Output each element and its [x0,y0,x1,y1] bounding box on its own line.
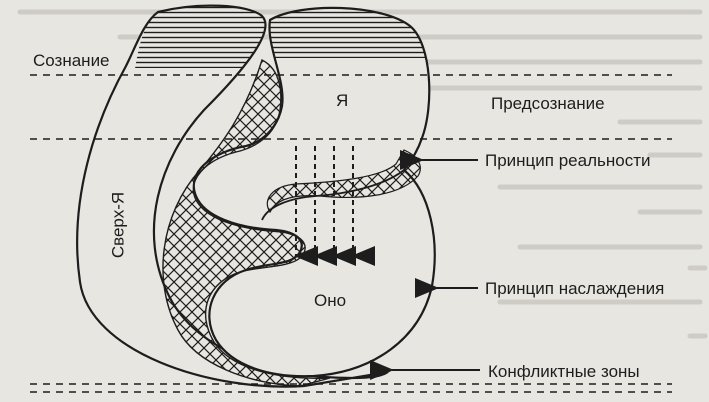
reality-crosshatch [266,149,421,214]
conflict-zone-band [162,59,331,387]
pleasure-principle-label: Принцип наслаждения [485,279,665,298]
superego-conscious-hatch [135,5,266,68]
id-label: Оно [314,291,347,310]
reality-principle-label: Принцип реальности [485,151,651,170]
id-inner-boundary [261,169,405,221]
conflict-zones-label: Конфликтные зоны [488,362,640,381]
ego-conscious-hatch [269,7,426,58]
superego-label: Сверх-Я [108,191,128,259]
ego-label: Я [336,91,349,110]
consciousness-label: Сознание [33,51,110,70]
drive-arrows [294,146,375,266]
preconscious-label: Предсознание [491,94,605,113]
